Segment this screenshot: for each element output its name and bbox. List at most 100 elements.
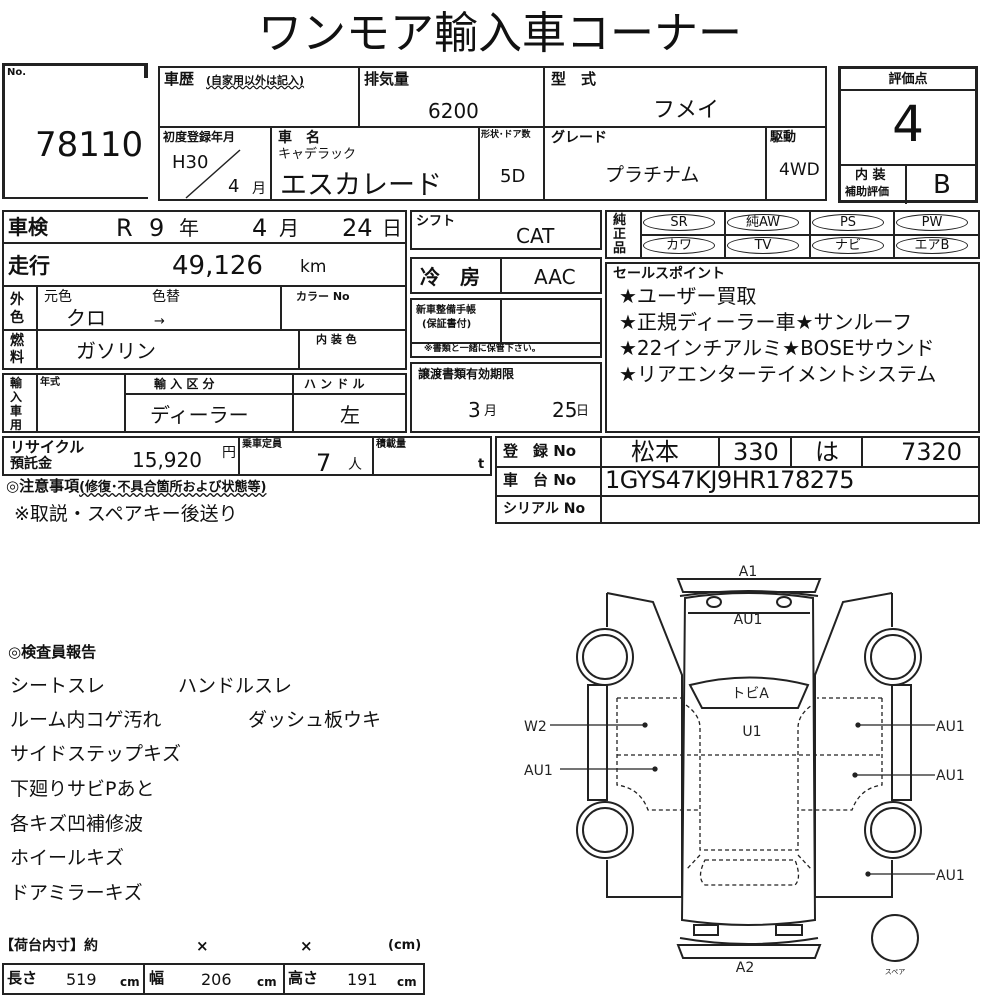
transfer-label: 譲渡書類有効期限 <box>418 367 515 381</box>
service-book-note: ※書類と一緒に保管下さい。 <box>424 344 541 354</box>
label-right-rear-door: AU1 <box>936 768 965 784</box>
width-unit: cm <box>257 975 277 989</box>
inspection-row: 車検 R 9 年 4 月 24 日 <box>2 210 407 244</box>
shift-value: CAT <box>516 224 555 248</box>
interior-color-label: 内 装 色 <box>316 333 357 346</box>
registration-table: 登 録 No 車 台 No シリアル No 松本 330 は 7320 1GYS… <box>495 436 980 524</box>
aircon-value: AAC <box>534 265 576 289</box>
inspection-day: 24 <box>342 214 373 242</box>
report-item: ハンドルスレ <box>178 675 293 697</box>
plate-area: 松本 <box>631 438 679 466</box>
doors-value: 5D <box>500 166 526 187</box>
import-type-label: 輸 入 区 分 <box>154 377 215 391</box>
first-reg-label: 初度登録年月 <box>163 130 236 144</box>
doors-label: 形状･ドア数 <box>481 130 531 140</box>
fuel-row: 燃料 ガソリン 内 装 色 <box>2 329 407 370</box>
cargo-times: × <box>300 937 313 955</box>
sales-point: ★正規ディーラー車★サンルーフ <box>619 310 913 334</box>
mileage-label: 走行 <box>8 254 50 278</box>
sales-point: ★ユーザー買取 <box>619 284 757 308</box>
transfer-deadline-cell: 譲渡書類有効期限 3 月 25 日 <box>410 362 602 433</box>
headlight <box>706 596 722 608</box>
grade-label: グレード <box>551 130 607 146</box>
report-item: サイドステップキズ <box>10 743 182 765</box>
drive-label: 駆動 <box>770 130 797 145</box>
report-item: 下廻りサビPあと <box>10 778 155 800</box>
height-value: 191 <box>347 970 378 989</box>
registration-label: 登 録 No <box>503 442 577 460</box>
equipment-box: 純正品 SR 純AW PS PW カワ TV ナビ エアB <box>605 210 980 259</box>
label-roof: トビA <box>731 686 769 702</box>
report-label: ◎検査員報告 <box>8 643 97 661</box>
service-book-sublabel: (保証書付) <box>422 319 472 330</box>
spare-tire-icon <box>871 914 919 962</box>
equipment-sunroof: SR <box>643 214 715 231</box>
report-item: シートスレ <box>10 675 106 697</box>
inspection-label: 車検 <box>8 215 48 239</box>
repaint-arrow: → <box>154 314 165 329</box>
equipment-alloy-wheels: 純AW <box>727 214 799 231</box>
import-type: ディーラー <box>150 403 249 427</box>
model-label: 型 式 <box>551 70 597 88</box>
service-book-label: 新車整備手帳 <box>416 305 476 316</box>
color-no-label: カラー No <box>296 290 350 303</box>
label-right-front-door: AU1 <box>936 719 965 735</box>
label-left-rear-door: AU1 <box>524 763 553 779</box>
interior-sublabel: 補助評価 <box>845 185 889 198</box>
recycle-unit: 円 <box>222 445 236 461</box>
first-reg-month-unit: 月 <box>252 181 266 197</box>
chassis-label: 車 台 No <box>503 471 577 489</box>
model-cell: 型 式フメイ <box>543 66 827 128</box>
taillight <box>775 924 803 936</box>
first-reg-year: H30 <box>172 152 209 173</box>
displacement-value: 6200 <box>428 99 479 123</box>
history-label: 車歴 <box>164 70 195 88</box>
capacity-label: 乗車定員 <box>242 439 282 450</box>
load-cell: 積載量 t <box>372 436 492 476</box>
equipment-power-steering: PS <box>812 214 884 231</box>
sales-label: セールスポイント <box>613 266 725 282</box>
left-skirt <box>587 684 608 801</box>
page-title: ワンモア輸入車コーナー <box>258 8 742 59</box>
equipment-label: 純正品 <box>613 213 627 256</box>
car-maker: キャデラック <box>278 147 357 162</box>
first-reg-month: 4 <box>228 176 240 197</box>
transfer-month-unit: 月 <box>484 404 498 419</box>
headlight <box>776 596 792 608</box>
equipment-tv: TV <box>727 237 799 254</box>
mileage-unit: km <box>300 257 327 277</box>
inspection-year-unit: 年 <box>179 216 199 240</box>
notes-label: ◎注意事項 <box>6 477 80 495</box>
label-front-bumper: A1 <box>739 564 757 580</box>
cargo-unit: (cm) <box>388 938 422 953</box>
shift-label: シフト <box>416 214 456 229</box>
lot-box: No. 78110 <box>2 63 148 199</box>
label-rear-bumper: A2 <box>736 960 754 976</box>
recycle-value: 15,920 <box>132 448 202 472</box>
rear-bumper <box>676 944 822 959</box>
fuel-value: ガソリン <box>76 339 156 363</box>
equipment-navigation: ナビ <box>812 237 884 254</box>
sales-point: ★リアエンターテイメントシステム <box>619 362 937 386</box>
report-item: ルーム内コゲ汚れ <box>10 709 162 731</box>
width-label: 幅 <box>149 969 165 987</box>
recycle-label: リサイクル <box>10 438 85 456</box>
label-front-body: AU1 <box>734 612 763 628</box>
label-roof-u1: U1 <box>742 724 761 740</box>
grade-cell: グレードプラチナム <box>543 126 767 201</box>
cargo-times: × <box>196 937 209 955</box>
capacity-cell: 乗車定員 7 人 <box>238 436 374 476</box>
import-label: 輸入車用 <box>10 376 23 432</box>
plate-kana: は <box>815 438 839 466</box>
repaint-color-label: 色替 <box>152 289 180 305</box>
original-color: クロ <box>66 306 106 330</box>
inspection-year: 9 <box>149 214 165 242</box>
sales-point: ★22インチアルミ★BOSEサウンド <box>619 336 935 360</box>
report-item: ダッシュ板ウキ <box>248 709 382 731</box>
sales-points-box: セールスポイント ★ユーザー買取 ★正規ディーラー車★サンルーフ ★22インチア… <box>605 262 980 433</box>
